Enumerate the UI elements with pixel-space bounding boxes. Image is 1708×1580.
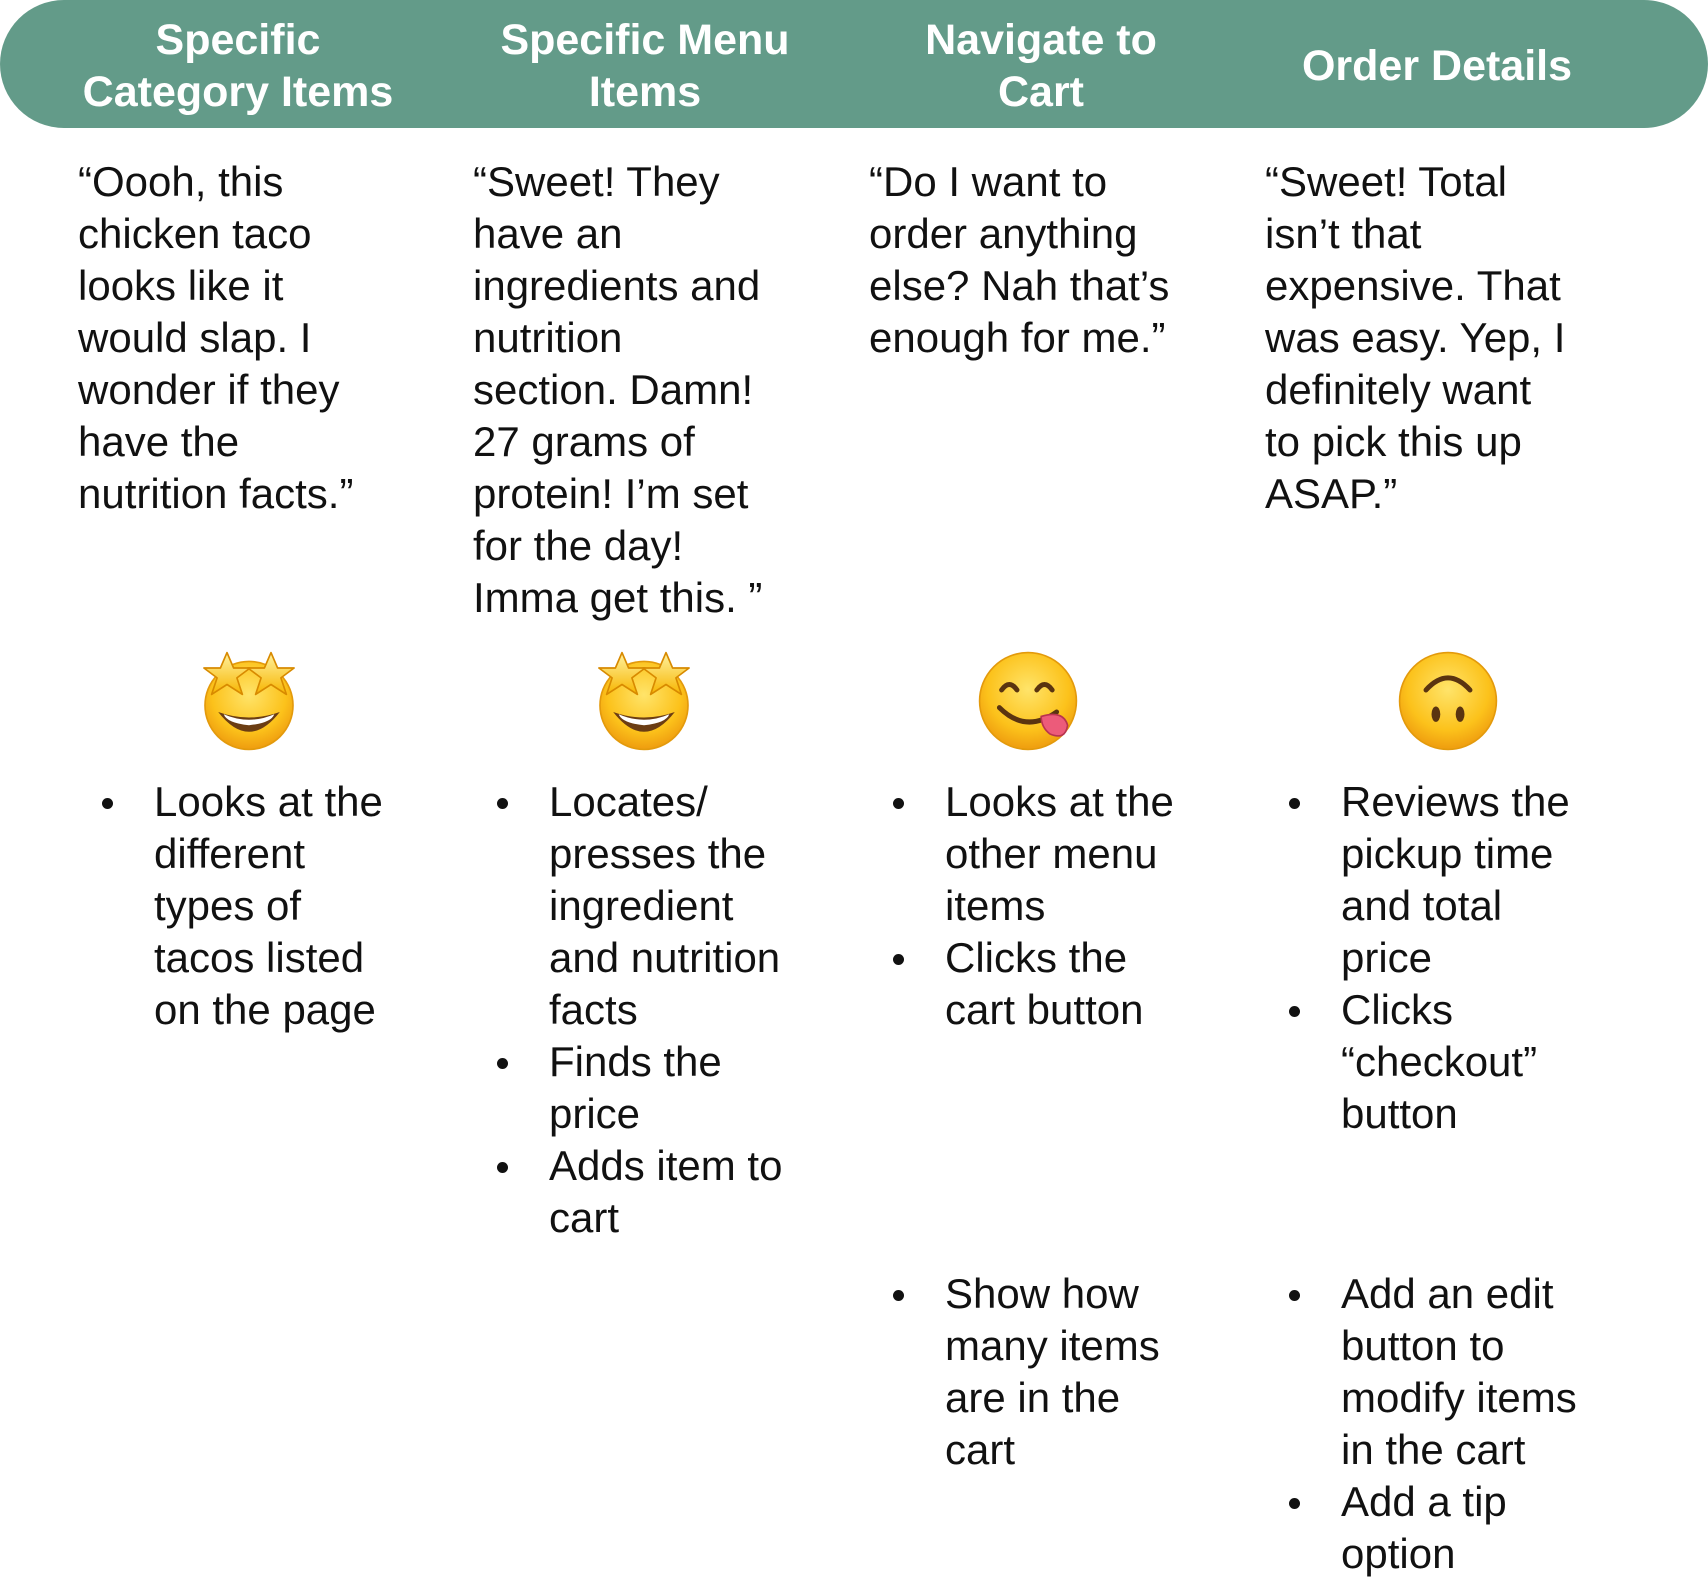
- list-item: Add an edit button to modify items in th…: [1275, 1268, 1635, 1476]
- star-struck-emoji: [194, 646, 304, 756]
- opportunities-list-4: Add an edit button to modify items in th…: [1275, 1268, 1635, 1580]
- list-item: Looks at the different types of tacos li…: [88, 776, 448, 1036]
- list-item: Looks at the other menu items: [879, 776, 1239, 932]
- list-item: Adds item to cart: [483, 1140, 843, 1244]
- upside-down-face-emoji: [1393, 646, 1503, 756]
- actions-list-1: Looks at the different types of tacos li…: [88, 776, 448, 1036]
- actions-list-4: Reviews the pickup time and total price …: [1275, 776, 1635, 1140]
- quote-2: “Sweet! They have an ingredients and nut…: [473, 158, 763, 621]
- quote-1: “Oooh, this chicken taco looks like it w…: [78, 158, 354, 517]
- quote-4: “Sweet! Total isn’t that expensive. That…: [1265, 158, 1566, 517]
- stage-title-2: Specific Menu Items: [500, 16, 790, 116]
- list-item: Add a tip option: [1275, 1476, 1635, 1580]
- face-savoring-food-emoji: [973, 646, 1083, 756]
- list-item: Clicks the cart button: [879, 932, 1239, 1036]
- opportunities-list-3: Show how many items are in the cart: [879, 1268, 1239, 1476]
- actions-list-3: Looks at the other menu items Clicks the…: [879, 776, 1239, 1036]
- actions-list-2: Locates/ presses the ingredient and nutr…: [483, 776, 843, 1244]
- list-item: Show how many items are in the cart: [879, 1268, 1239, 1476]
- list-item: Locates/ presses the ingredient and nutr…: [483, 776, 843, 1036]
- quote-3: “Do I want to order anything else? Nah t…: [869, 158, 1170, 361]
- list-item: Clicks “checkout” button: [1275, 984, 1635, 1140]
- header-bar: [0, 0, 1708, 128]
- stage-title-4: Order Details: [1301, 42, 1573, 90]
- list-item: Reviews the pickup time and total price: [1275, 776, 1635, 984]
- list-item: Finds the price: [483, 1036, 843, 1140]
- stage-title-3: Navigate to Cart: [925, 16, 1157, 116]
- star-struck-emoji: [589, 646, 699, 756]
- stage-title-1: Specific Category Items: [82, 16, 394, 116]
